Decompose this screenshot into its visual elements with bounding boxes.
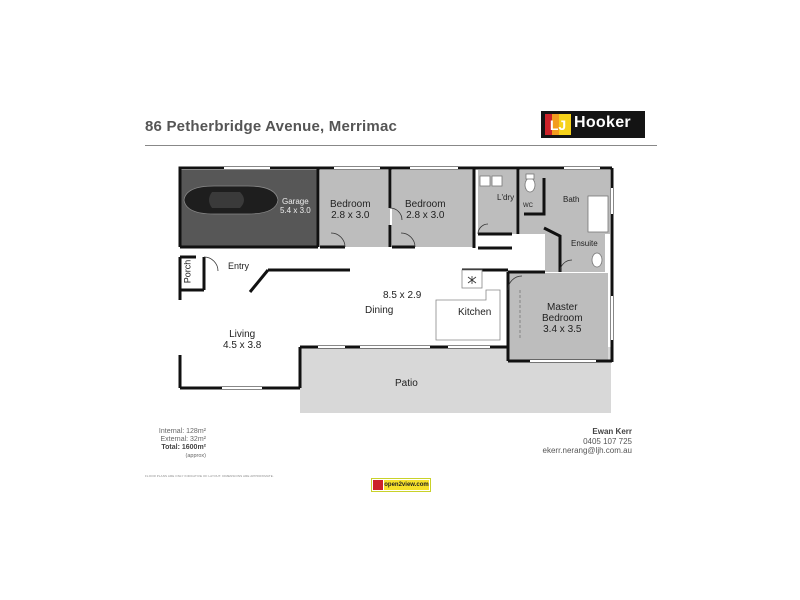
total-area: Total: 1600m² [161, 444, 206, 451]
dining-name: Dining [365, 305, 394, 316]
bathroom-fixtures [479, 173, 609, 268]
dining-dims: 8.5 x 2.9 [383, 290, 421, 301]
bedroom-dims: 2.8 x 3.0 [331, 210, 370, 221]
badge-label: open2view.com [384, 482, 429, 488]
bedroom-name: Bedroom [330, 199, 371, 210]
master-dims: 3.4 x 3.5 [543, 324, 582, 335]
garage-dims: 5.4 x 3.0 [280, 206, 311, 215]
badge-label-box: open2view.com [384, 480, 429, 490]
brand-mark-icon: LJ [545, 114, 571, 135]
cooktop-icon [467, 276, 477, 284]
room-bedroom-1: Bedroom 2.8 x 3.0 [330, 199, 371, 221]
room-bedroom-2: Bedroom 2.8 x 3.0 [405, 199, 446, 221]
ensuite-name: Ensuite [571, 239, 598, 248]
room-living: Living 4.5 x 3.8 [223, 329, 261, 351]
windows [179, 167, 613, 389]
master-floor [508, 273, 608, 361]
room-ensuite: Ensuite [571, 239, 598, 248]
header-divider [145, 145, 657, 146]
agent-contact: Ewan Kerr 0405 107 725 ekerr.nerang@ljh.… [520, 427, 633, 456]
open2view-badge[interactable]: open2view.com [371, 478, 431, 492]
car-icon [183, 185, 279, 215]
room-bath: Bath [563, 195, 579, 204]
patio-name: Patio [395, 378, 418, 389]
bedroom-name: Bedroom [405, 199, 446, 210]
dining-dims-text: 8.5 x 2.9 [383, 290, 422, 301]
door-swings [203, 207, 573, 291]
room-wc: WC [523, 202, 533, 211]
agent-phone[interactable]: 0405 107 725 [583, 436, 632, 446]
room-dining: Dining [365, 305, 393, 316]
garage-name: Garage [282, 197, 309, 206]
disclaimer-text: FLOOR PLANS ARE ONLY INDICATIVE OF LAYOU… [145, 474, 274, 478]
porch-name: Porch [182, 259, 193, 284]
master-name: Master [547, 302, 578, 313]
property-address: 86 Petherbridge Avenue, Merrimac [145, 118, 398, 135]
laundry-name: L'dry [497, 193, 515, 202]
brand-name: Hooker [574, 114, 631, 131]
wc-name: WC [523, 203, 533, 209]
entry-name: Entry [228, 261, 250, 271]
internal-area: Internal: 128m² [158, 428, 206, 435]
agent-email[interactable]: ekerr.nerang@ljh.com.au [542, 446, 633, 455]
living-name: Living [229, 329, 256, 340]
master-name-2: Bedroom [542, 313, 583, 324]
room-entry: Entry [228, 261, 249, 272]
kitchen-name: Kitchen [458, 307, 492, 318]
open2view-logo-icon [373, 480, 383, 490]
room-garage: Garage 5.4 x 3.0 [280, 197, 311, 215]
area-stats: Internal: 128m² External: 32m² Total: 16… [120, 428, 206, 460]
external-area: External: 32m² [160, 436, 206, 443]
room-laundry: L'dry [497, 193, 514, 202]
room-master-bedroom: Master Bedroom 3.4 x 3.5 [542, 302, 583, 335]
agent-name: Ewan Kerr [592, 427, 632, 436]
bedroom-dims: 2.8 x 3.0 [406, 210, 445, 221]
bath-name: Bath [563, 195, 580, 204]
room-porch: Porch [182, 260, 193, 284]
kitchen-counters [435, 269, 501, 341]
brand-logo: LJ Hooker [541, 111, 645, 138]
living-dims: 4.5 x 3.8 [223, 340, 262, 351]
bedroom-floor [320, 170, 390, 247]
room-kitchen: Kitchen [458, 307, 491, 318]
svg-text:LJ: LJ [550, 117, 566, 133]
area-note: (approx) [185, 453, 206, 459]
room-patio: Patio [395, 378, 418, 389]
